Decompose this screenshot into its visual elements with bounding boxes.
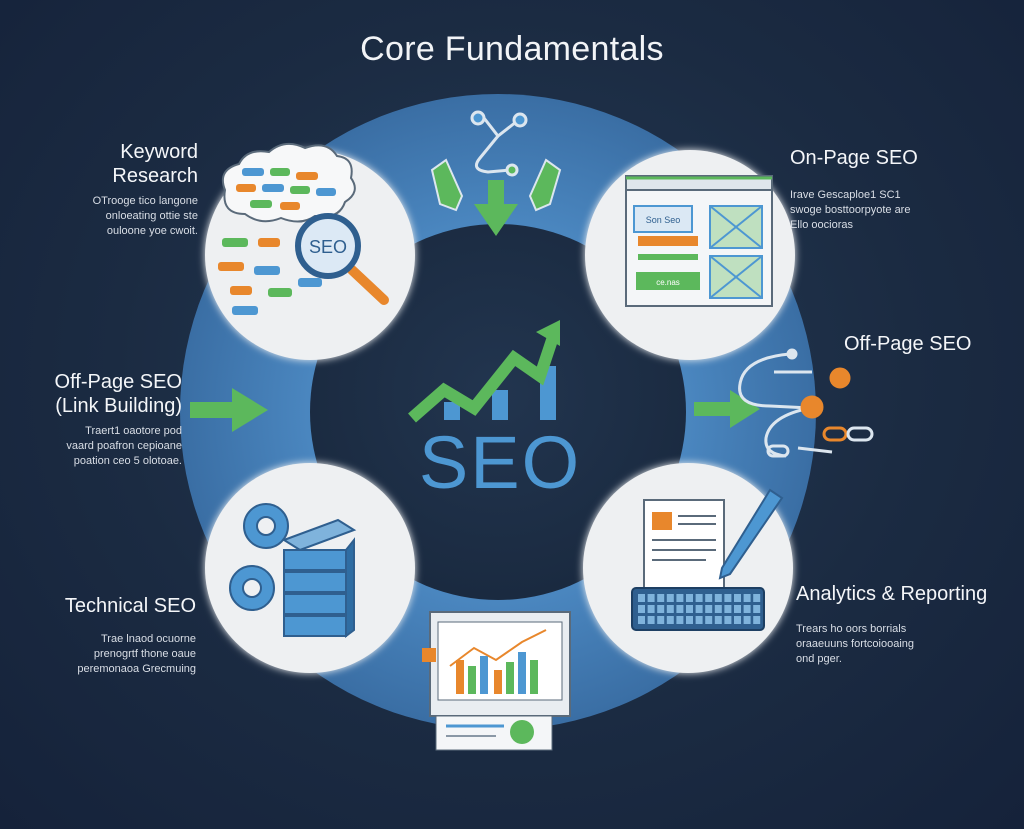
right-arrow-icon-left <box>190 388 268 432</box>
keyboard-key <box>724 616 732 624</box>
technical-heading: Technical SEO <box>64 595 196 617</box>
analytics-heading: Analytics & Reporting <box>796 583 988 605</box>
keyboard-key <box>724 605 732 613</box>
keyboard-key <box>724 594 732 602</box>
keyboard-key <box>686 616 693 624</box>
linkbuilding-description: Traert1 oaotore pod vaard poafron cepioa… <box>66 425 182 467</box>
keyboard-key <box>743 616 751 624</box>
keyboard-key <box>657 605 665 613</box>
linkbuilding-heading-line2: (Link Building) <box>55 395 182 417</box>
onpage-button-label: ce.nas <box>656 278 680 287</box>
keyword-heading-line1: Keyword <box>120 141 198 163</box>
keyword-description: OTrooge tico langone onloeating ottie st… <box>92 195 198 237</box>
keyboard-key <box>705 605 713 613</box>
gears-icon <box>229 503 289 611</box>
keyboard-key <box>714 616 722 624</box>
right-arrow-icon-right <box>694 390 760 428</box>
label-link-building: Off-Page SEO (Link Building) Traert1 oao… <box>20 370 182 469</box>
label-technical: Technical SEO Trae lnaod ocuorne prenogr… <box>20 594 196 677</box>
linkbuilding-heading-line1: Off-Page SEO <box>54 371 182 393</box>
keyboard-key <box>638 605 645 613</box>
keyboard-key <box>638 594 645 602</box>
keyboard-key <box>705 594 713 602</box>
keyboard-key <box>666 605 674 613</box>
keyboard-key <box>676 594 684 602</box>
onpage-description: Irave Gescaploe1 SC1 swoge bosttoorpyote… <box>790 189 911 231</box>
onpage-heading: On-Page SEO <box>790 147 918 169</box>
keyboard-key <box>666 616 674 624</box>
keyboard-key <box>714 594 722 602</box>
keyboard-key <box>734 594 741 602</box>
keyword-heading-line2: Research <box>112 165 198 187</box>
tag-left-icon <box>430 158 464 212</box>
keyboard-key <box>647 605 655 613</box>
keyboard-key <box>666 594 674 602</box>
keyboard-key <box>686 605 693 613</box>
keyboard-key <box>753 605 761 613</box>
keyboard-key <box>753 616 761 624</box>
web-page-layout-icon <box>625 175 773 307</box>
keyboard-icon <box>631 587 765 631</box>
keyboard-key <box>647 594 655 602</box>
keyboard-key <box>714 605 722 613</box>
keyboard-key <box>657 594 665 602</box>
magnifier-badge: SEO <box>309 237 347 257</box>
tag-cloud-icon <box>221 142 356 223</box>
keyword-tags <box>218 238 322 315</box>
tag-right-icon <box>528 158 562 212</box>
keyboard-key <box>695 616 703 624</box>
keyboard-key <box>734 605 741 613</box>
keyboard-key <box>734 616 741 624</box>
keyboard-key <box>695 594 703 602</box>
bar-chart-report-icon <box>422 611 571 751</box>
keyboard-key <box>676 616 684 624</box>
keyboard-key <box>743 594 751 602</box>
label-analytics: Analytics & Reporting Trears ho oors bor… <box>796 582 1020 667</box>
diagram-title: Core Fundamentals <box>360 30 664 68</box>
label-keyword-research: Keyword Research OTrooge tico langone on… <box>30 140 198 239</box>
server-stack-icon <box>281 518 357 638</box>
label-on-page: On-Page SEO Irave Gescaploe1 SC1 swoge b… <box>790 146 990 233</box>
keyboard-key <box>695 605 703 613</box>
onpage-box-label: Son Seo <box>646 215 681 225</box>
offpage-heading: Off-Page SEO <box>844 333 972 355</box>
keyboard-key <box>743 605 751 613</box>
document-icon <box>643 499 725 597</box>
center-seo-label: SEO <box>418 421 582 504</box>
label-off-page: Off-Page SEO <box>844 332 1004 356</box>
keyboard-key <box>638 616 645 624</box>
keyboard-key <box>686 594 693 602</box>
pen-icon <box>718 488 784 580</box>
magnifier-icon <box>295 213 389 305</box>
keyboard-key <box>676 605 684 613</box>
network-nodes-icon <box>470 110 528 177</box>
down-arrow-icon <box>474 180 518 236</box>
growth-chart-icon <box>408 320 560 423</box>
keyboard-key <box>753 594 761 602</box>
analytics-description: Trears ho oors borrials oraaeuuns fortco… <box>796 623 915 665</box>
link-chain-icon <box>738 348 874 458</box>
technical-description: Trae lnaod ocuorne prenogrtf thone oaue … <box>77 633 196 675</box>
keyboard-key <box>705 616 713 624</box>
keyboard-key <box>647 616 655 624</box>
keyboard-key <box>657 616 665 624</box>
